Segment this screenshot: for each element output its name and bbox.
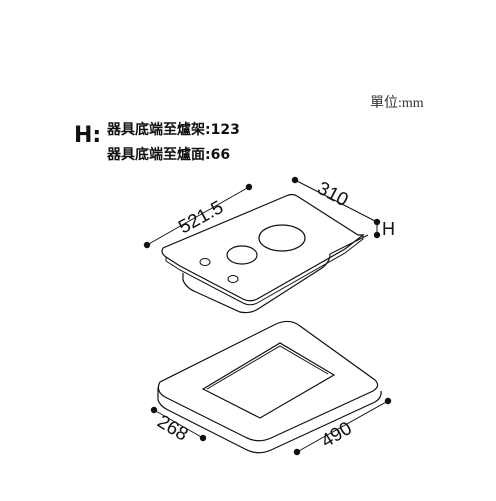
cutout-dimensions: 268 490 [150, 397, 392, 456]
dimension-dot [199, 434, 207, 442]
countertop-top-surface [157, 320, 379, 442]
h-note-line1: 器具底端至爐架:123 [106, 121, 240, 138]
dimension-dot [143, 241, 151, 249]
depth-dimension-line [146, 186, 250, 246]
cooktop-glass-top [161, 193, 365, 302]
cutout-width-line [296, 400, 389, 453]
dimension-dot [384, 397, 392, 405]
cutout-opening [201, 342, 336, 419]
cutout-inner-edge [206, 345, 329, 390]
cooktop-dimensions: 521.5 310 H [143, 176, 395, 249]
burner-small [226, 245, 258, 265]
cooktop-body [182, 253, 331, 314]
countertop-front-edge [157, 388, 382, 454]
h-symbol: H: [74, 123, 101, 148]
cooktop-height-label: H [382, 219, 395, 239]
burner-large [258, 224, 306, 252]
cutout-depth-line [153, 409, 204, 439]
h-note-line2: 器具底端至爐面:66 [106, 146, 230, 163]
width-dimension-line [294, 179, 378, 223]
dimension-dot [291, 176, 299, 184]
cooktop-side-edge [329, 234, 369, 255]
unit-label: 單位:mm [370, 95, 424, 111]
cooktop-glass-edge [165, 235, 364, 306]
countertop-drawing [157, 320, 382, 454]
control-knob-right [227, 275, 239, 283]
cutout-depth-label: 268 [153, 411, 191, 445]
cutout-width-label: 490 [318, 418, 356, 452]
dimension-dot [293, 448, 301, 456]
dimension-dot [373, 231, 381, 239]
dimension-dot [245, 183, 253, 191]
dimension-dot [150, 406, 158, 414]
cooktop-drawing [161, 193, 369, 314]
control-knob-left [199, 258, 211, 266]
